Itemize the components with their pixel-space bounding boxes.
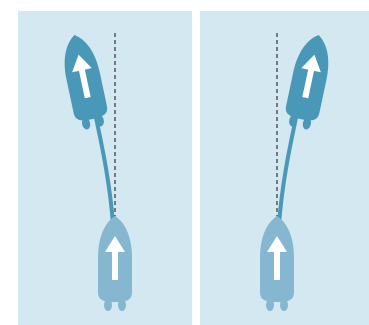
wake-right [277, 116, 298, 226]
panel-left [18, 11, 192, 325]
panel-right [200, 11, 369, 325]
wake-left [94, 116, 115, 226]
